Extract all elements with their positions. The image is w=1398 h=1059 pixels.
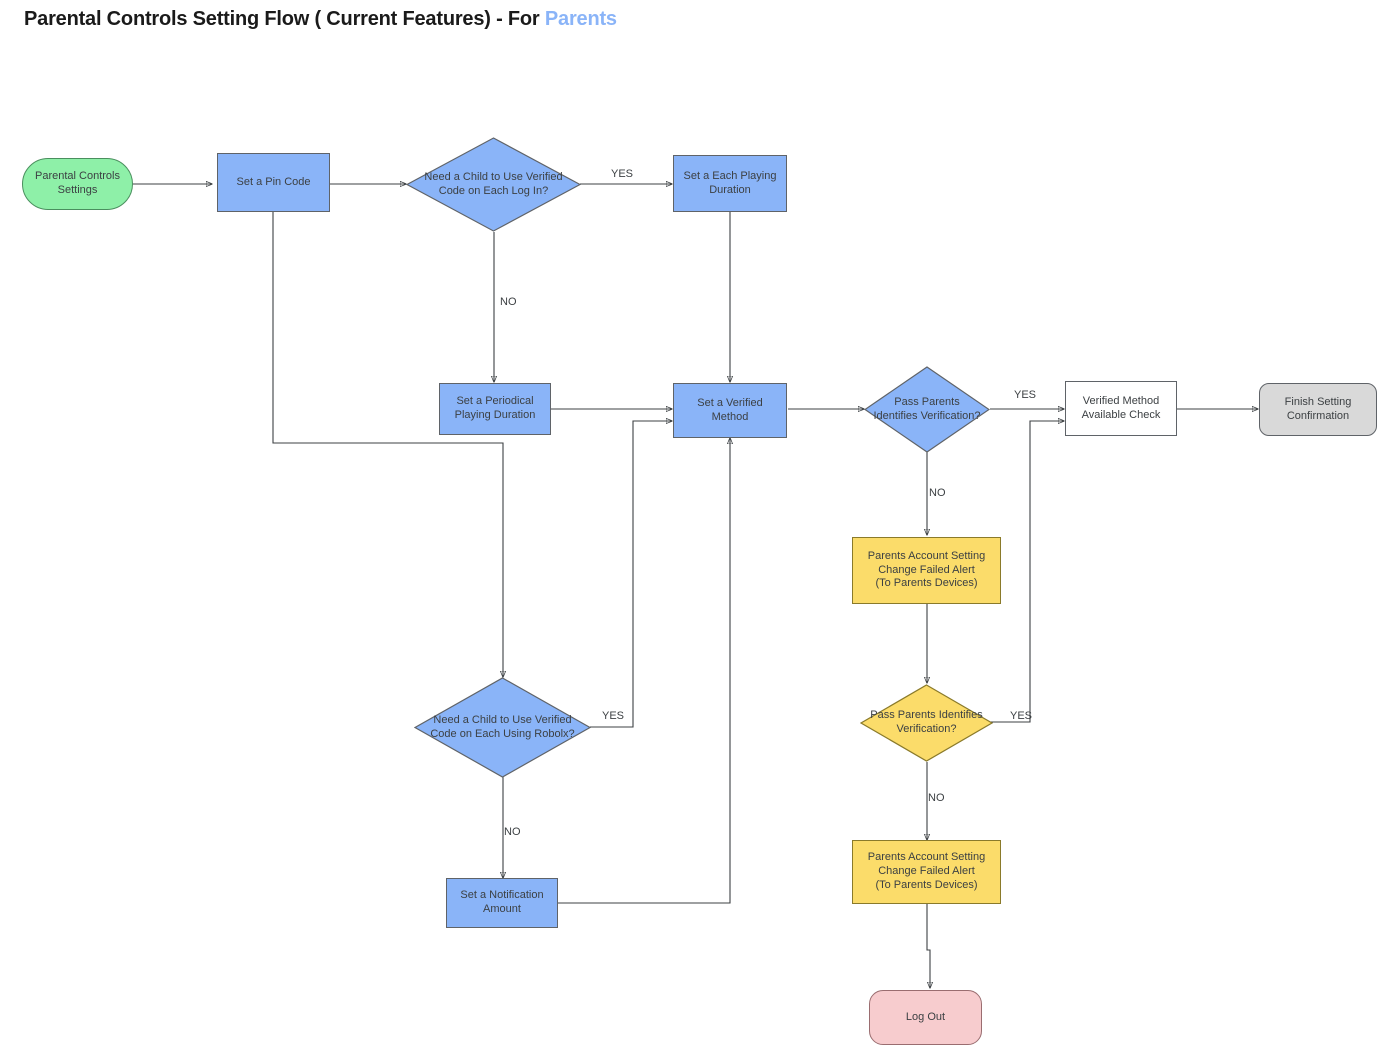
edge-label-login-no: NO <box>500 296 517 308</box>
page-title: Parental Controls Setting Flow ( Current… <box>24 8 617 31</box>
edge-label-verify2-yes: YES <box>1010 710 1033 722</box>
edge-label-verify2-no: NO <box>928 792 945 804</box>
diamond-shape <box>406 137 581 232</box>
page-title-main: Parental Controls Setting Flow ( Current… <box>24 8 545 30</box>
node-log-out[interactable]: Log Out <box>869 990 982 1045</box>
edge-using-yes <box>590 421 672 728</box>
edge-notification-to-verified <box>558 438 730 904</box>
edge-label-verify1-yes: YES <box>1014 389 1037 401</box>
edge-alert2-to-logout <box>926 904 930 988</box>
edge-label-using-no: NO <box>504 826 521 838</box>
edge-label-verify1-no: NO <box>929 487 946 499</box>
node-label: Log Out <box>905 1010 946 1023</box>
edge-pin-to-decide-using <box>272 212 503 677</box>
node-label: Set a Pin Code <box>236 175 311 188</box>
page-title-accent: Parents <box>544 8 617 30</box>
diamond-shape <box>864 366 990 453</box>
edge-pass2-yes <box>990 421 1064 723</box>
edge-label-login-yes: YES <box>611 168 634 180</box>
edge-label-using-yes: YES <box>602 710 625 722</box>
diamond-shape <box>860 684 993 762</box>
node-set-pin-code[interactable]: Set a Pin Code <box>217 153 330 212</box>
diamond-shape <box>414 677 591 778</box>
